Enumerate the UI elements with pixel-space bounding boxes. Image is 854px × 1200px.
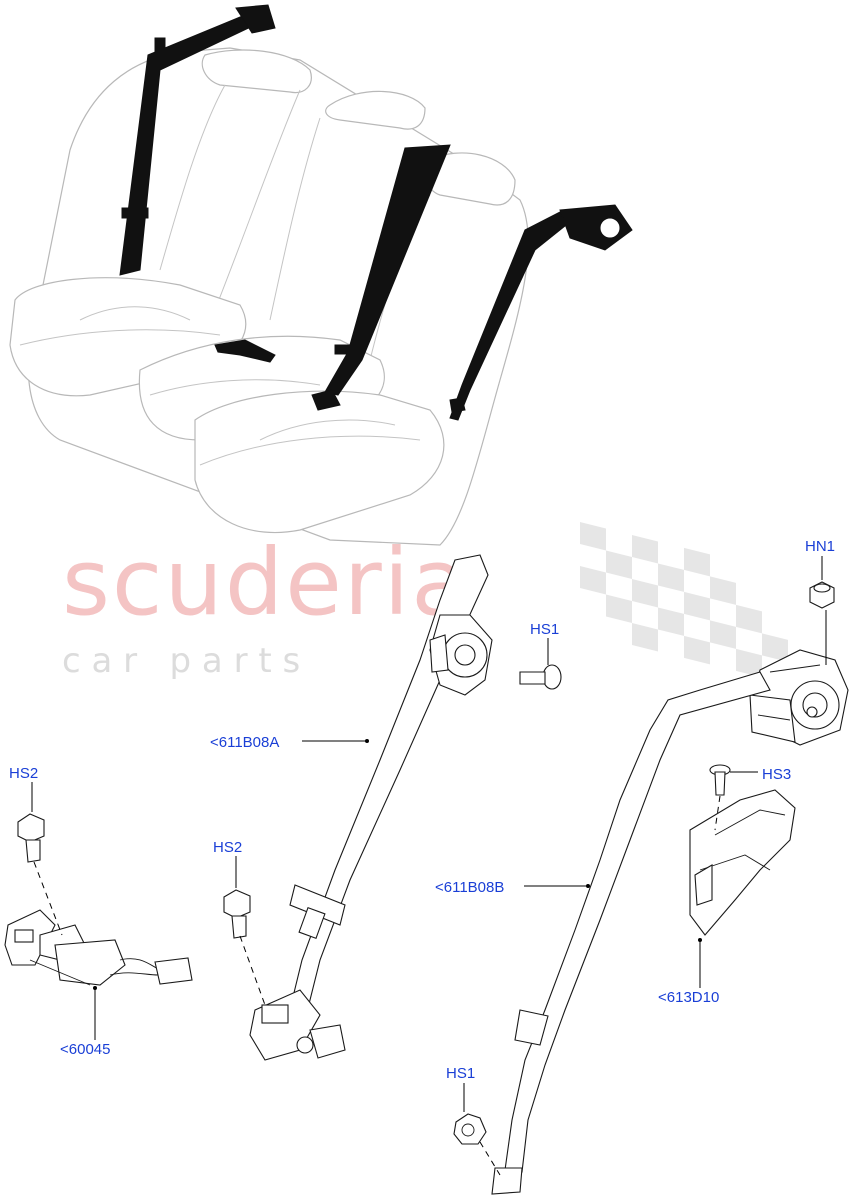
callout-613d10[interactable]: <613D10 — [658, 989, 719, 1006]
retractor-right[interactable] — [749, 649, 849, 746]
hs2-bolt-middle[interactable] — [223, 889, 251, 939]
callout-hs3[interactable]: HS3 — [762, 766, 791, 783]
callout-hs2-left[interactable]: HS2 — [9, 765, 38, 782]
seat-belts-installed — [119, 4, 633, 421]
hs2-bolt-left[interactable] — [17, 813, 45, 863]
checkered-flag-logo — [580, 522, 788, 678]
hs3-screw[interactable] — [709, 764, 731, 796]
hs1-bolt-top[interactable] — [519, 664, 562, 690]
watermark-tagline: c a r p a r t s — [62, 641, 300, 681]
leader-lines — [31, 556, 827, 1176]
callout-hs1-bottom[interactable]: HS1 — [446, 1065, 475, 1082]
rear-seat-illustration — [9, 47, 529, 546]
belt-611b08b[interactable] — [491, 671, 771, 1195]
watermark: scuderia c a r p a r t s — [62, 522, 788, 681]
callout-60045[interactable]: <60045 — [60, 1041, 110, 1058]
belt-guide-613d10[interactable] — [689, 789, 796, 936]
callout-hs2-middle[interactable]: HS2 — [213, 839, 242, 856]
retractor-middle[interactable] — [429, 614, 493, 696]
belt-611b08a[interactable] — [249, 554, 489, 1061]
watermark-brand: scuderia — [62, 529, 470, 636]
callout-611b08a[interactable]: <611B08A — [210, 734, 279, 751]
callout-611b08b[interactable]: <611B08B — [435, 879, 504, 896]
callout-hs1-top[interactable]: HS1 — [530, 621, 559, 638]
callout-hn1[interactable]: HN1 — [805, 538, 835, 555]
hn1-nut[interactable] — [809, 581, 835, 609]
hs1-bolt-bottom[interactable] — [453, 1113, 487, 1145]
buckle-60045[interactable] — [4, 909, 193, 986]
